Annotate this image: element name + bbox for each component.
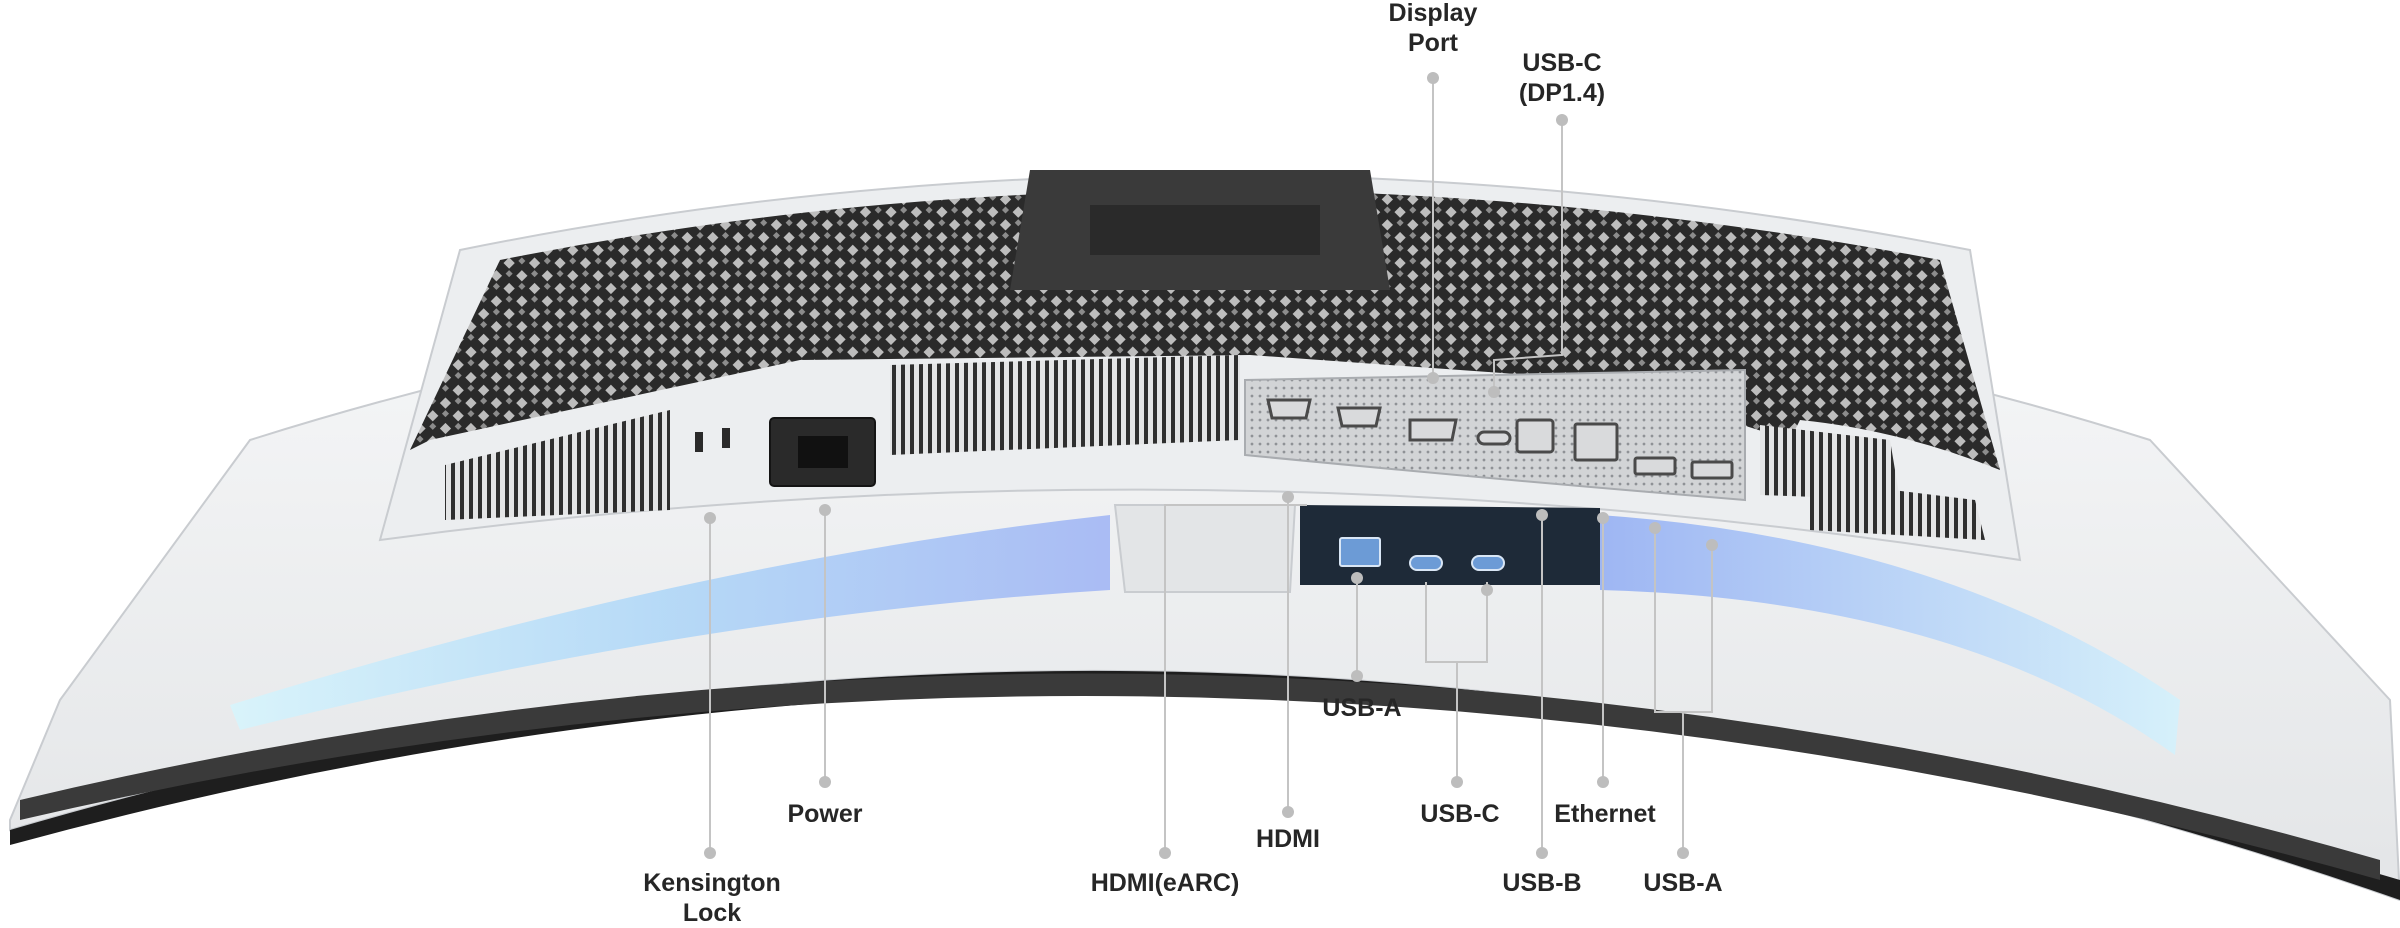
leader-usb-c-dp bbox=[1493, 120, 1563, 392]
dot-usb-b bbox=[1536, 847, 1548, 859]
dot-usb-c-front-end bbox=[1481, 584, 1493, 596]
label-hdmi-earc: HDMI(eARC) bbox=[1091, 868, 1240, 898]
dot-usb-c-dp-end bbox=[1488, 386, 1500, 398]
dot-usb-c-dp bbox=[1556, 114, 1568, 126]
label-display-port-line1: Display bbox=[1388, 0, 1478, 27]
slot-vent-center bbox=[890, 355, 1240, 455]
hdmi-port-1 bbox=[1266, 398, 1312, 420]
label-usb-b-line1: USB-B bbox=[1502, 869, 1582, 897]
dot-kensington bbox=[704, 847, 716, 859]
label-usb-a-rear: USB-A bbox=[1643, 868, 1722, 898]
label-usb-a-front-line1: USB-A bbox=[1322, 694, 1402, 722]
label-display-port-line2: Port bbox=[1408, 29, 1458, 57]
displayport-port bbox=[1408, 418, 1458, 442]
usb-b-port bbox=[1515, 418, 1555, 454]
dot-usb-a-rear-end-2 bbox=[1706, 539, 1718, 551]
usb-a-front-port bbox=[1339, 537, 1381, 567]
glow-strip-right bbox=[1600, 515, 2180, 755]
label-hdmi: HDMI bbox=[1256, 824, 1320, 854]
dot-usb-b-end bbox=[1536, 509, 1548, 521]
label-display-port: Display Port bbox=[1389, 0, 1478, 58]
weave-vent bbox=[410, 190, 2000, 470]
dot-hdmi-earc bbox=[1159, 847, 1171, 859]
label-hdmi-line1: HDMI bbox=[1256, 825, 1320, 853]
label-usb-a-front: USB-A bbox=[1322, 693, 1401, 723]
usb-a-rear-port-1 bbox=[1633, 456, 1677, 476]
dot-ethernet bbox=[1597, 776, 1609, 788]
usb-c-dp-port bbox=[1476, 430, 1512, 446]
slot-vent-right-2 bbox=[1810, 480, 1985, 540]
dot-usb-a-front-end bbox=[1351, 572, 1363, 584]
label-hdmi-earc-line1: HDMI(eARC) bbox=[1090, 869, 1240, 897]
glow-strip-left bbox=[230, 515, 1110, 730]
usb-a-rear-port-2 bbox=[1690, 460, 1734, 480]
slot-vent-right-1 bbox=[1760, 425, 1900, 500]
dot-display-port-end bbox=[1427, 372, 1439, 384]
label-kensington-line1: Kensington bbox=[643, 869, 781, 897]
label-kensington-line2: Lock bbox=[682, 899, 742, 927]
label-usb-c-front-line1: USB-C bbox=[1420, 800, 1500, 828]
dot-usb-a-front bbox=[1351, 670, 1363, 682]
label-usb-c-dp: USB-C (DP1.4) bbox=[1519, 48, 1605, 108]
label-usb-c-dp-line2: (DP1.4) bbox=[1518, 79, 1606, 107]
dot-power bbox=[819, 776, 831, 788]
hdmi-port-2 bbox=[1336, 406, 1382, 428]
dot-ethernet-end bbox=[1597, 512, 1609, 524]
label-ethernet-line1: Ethernet bbox=[1554, 800, 1656, 828]
dot-kensington-end bbox=[704, 512, 716, 524]
usb-c-front-port-2 bbox=[1471, 555, 1505, 571]
dot-hdmi bbox=[1282, 806, 1294, 818]
label-power: Power bbox=[787, 799, 862, 829]
usb-c-front-port-1 bbox=[1409, 555, 1443, 571]
label-usb-b: USB-B bbox=[1502, 868, 1581, 898]
dot-usb-c-front bbox=[1451, 776, 1463, 788]
label-usb-c-dp-line1: USB-C bbox=[1522, 49, 1602, 77]
label-ethernet: Ethernet bbox=[1554, 799, 1655, 829]
dot-usb-a-rear-end-1 bbox=[1649, 522, 1661, 534]
dot-display-port bbox=[1427, 72, 1439, 84]
label-usb-c-front: USB-C bbox=[1420, 799, 1499, 829]
label-kensington: Kensington Lock bbox=[643, 868, 781, 928]
stand-neck bbox=[1113, 504, 1297, 593]
label-usb-a-rear-line1: USB-A bbox=[1643, 869, 1723, 897]
slot-vent-left bbox=[445, 410, 670, 520]
leader-hdmi-earc bbox=[1164, 504, 1307, 853]
dot-power-end bbox=[819, 504, 831, 516]
dot-hdmi-end bbox=[1282, 491, 1294, 503]
label-power-line1: Power bbox=[787, 800, 863, 828]
ethernet-port bbox=[1573, 422, 1619, 462]
dot-usb-a-rear bbox=[1677, 847, 1689, 859]
stand-mount-inner bbox=[1090, 205, 1320, 255]
